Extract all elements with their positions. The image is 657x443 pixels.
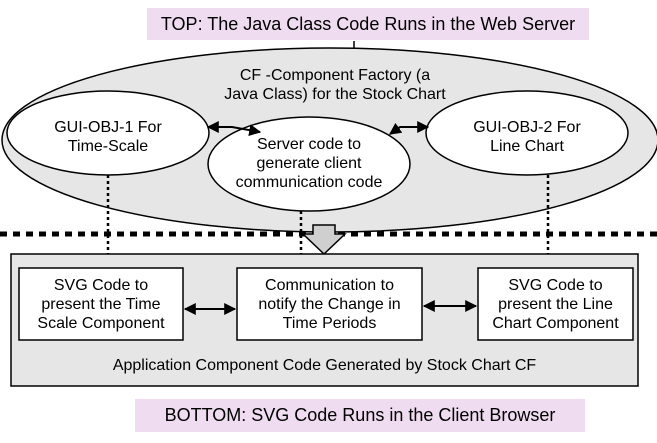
svg-time-scale-label: SVG Code to present the Time Scale Compo… — [19, 276, 183, 333]
arrow-server-gui2 — [389, 121, 430, 135]
application-box-caption: Application Component Code Generated by … — [11, 356, 638, 375]
svg-time-scale-line1: SVG Code to — [53, 277, 149, 294]
component-factory-line1: CF -Component Factory (a — [239, 67, 431, 84]
application-box-caption-text: Application Component Code Generated by … — [112, 357, 537, 374]
gui-obj-2-label: GUI-OBJ-2 For Line Chart — [437, 118, 617, 156]
server-code-ellipse — [207, 116, 411, 212]
communication-line3: Time Periods — [282, 315, 377, 332]
svg-line-chart-label: SVG Code to present the Line Chart Compo… — [478, 276, 633, 333]
gui-obj-1-line2: Time-Scale — [67, 138, 149, 155]
svg-line-chart-box — [477, 267, 634, 341]
generation-down-arrow — [301, 224, 347, 256]
gui-obj-1-line1: GUI-OBJ-1 For — [54, 119, 162, 136]
top-band-label: TOP: The Java Class Code Runs in the Web… — [160, 14, 576, 34]
gui-obj-2-line1: GUI-OBJ-2 For — [473, 119, 581, 136]
communication-line1: Communication to — [265, 277, 394, 294]
svg-time-scale-box — [18, 267, 184, 341]
gui-obj-2-line2: Line Chart — [490, 138, 564, 155]
svg-line-chart-line2: present the Line — [498, 296, 613, 313]
arrow-gui1-server — [206, 121, 262, 137]
svg-line-chart-line3: Chart Component — [492, 315, 619, 332]
gui-obj-1-label: GUI-OBJ-1 For Time-Scale — [18, 118, 198, 156]
component-factory-line2: Java Class) for the Stock Chart — [224, 86, 446, 103]
svg-time-scale-line3: Scale Component — [37, 315, 165, 332]
svg-line-chart-line1: SVG Code to — [508, 277, 603, 294]
communication-line2: notify the Change in — [258, 296, 401, 313]
communication-box — [236, 267, 423, 341]
server-code-label: Server code to generate client communica… — [219, 135, 399, 192]
server-code-line1: Server code to — [256, 136, 362, 153]
svg-time-scale-line2: present the Time — [41, 296, 161, 313]
component-factory-label: CF -Component Factory (a Java Class) for… — [200, 66, 470, 104]
server-code-line3: communication code — [235, 174, 383, 191]
top-band: TOP: The Java Class Code Runs in the Web… — [147, 8, 589, 40]
server-code-line2: generate client — [256, 155, 362, 172]
communication-label: Communication to notify the Change in Ti… — [237, 276, 422, 333]
bottom-band-label: BOTTOM: SVG Code Runs in the Client Brow… — [164, 405, 556, 425]
bottom-band: BOTTOM: SVG Code Runs in the Client Brow… — [135, 399, 585, 432]
